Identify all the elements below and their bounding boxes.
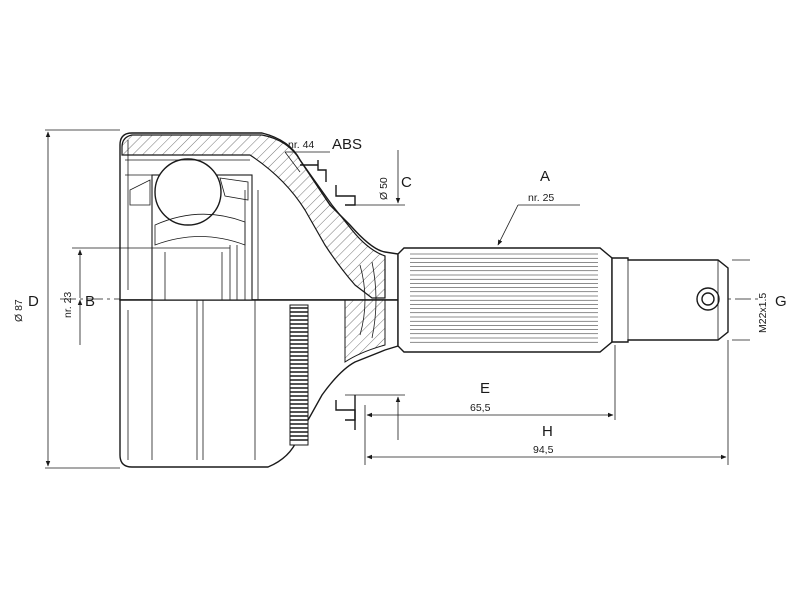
cotter-hole <box>696 287 720 311</box>
label-e: E <box>480 380 490 397</box>
dim-h: 94,5 <box>533 444 554 456</box>
abs-ring <box>289 304 309 446</box>
label-b: B <box>85 293 95 310</box>
splined-shaft <box>397 247 729 353</box>
dim-c: Ø 50 <box>378 177 390 200</box>
label-a: A <box>540 168 550 185</box>
label-g: G <box>775 293 787 310</box>
nr-a: nr. 25 <box>528 192 554 204</box>
outer-housing <box>119 132 399 468</box>
nr-b: nr. 23 <box>62 292 74 318</box>
dimension-lines <box>45 129 750 469</box>
dim-d: Ø 87 <box>13 299 25 322</box>
dim-g: M22x1.5 <box>757 293 769 333</box>
label-abs: ABS <box>332 136 362 153</box>
label-c: C <box>401 174 412 191</box>
section-hatch-upper <box>121 134 386 299</box>
labels: A nr. 25 nr. 44 ABS C Ø 50 D Ø 87 B nr. … <box>13 136 787 456</box>
nr-abs: nr. 44 <box>288 139 314 151</box>
dim-e: 65,5 <box>470 402 491 414</box>
ball <box>154 158 222 226</box>
label-h: H <box>542 423 553 440</box>
label-d: D <box>28 293 39 310</box>
